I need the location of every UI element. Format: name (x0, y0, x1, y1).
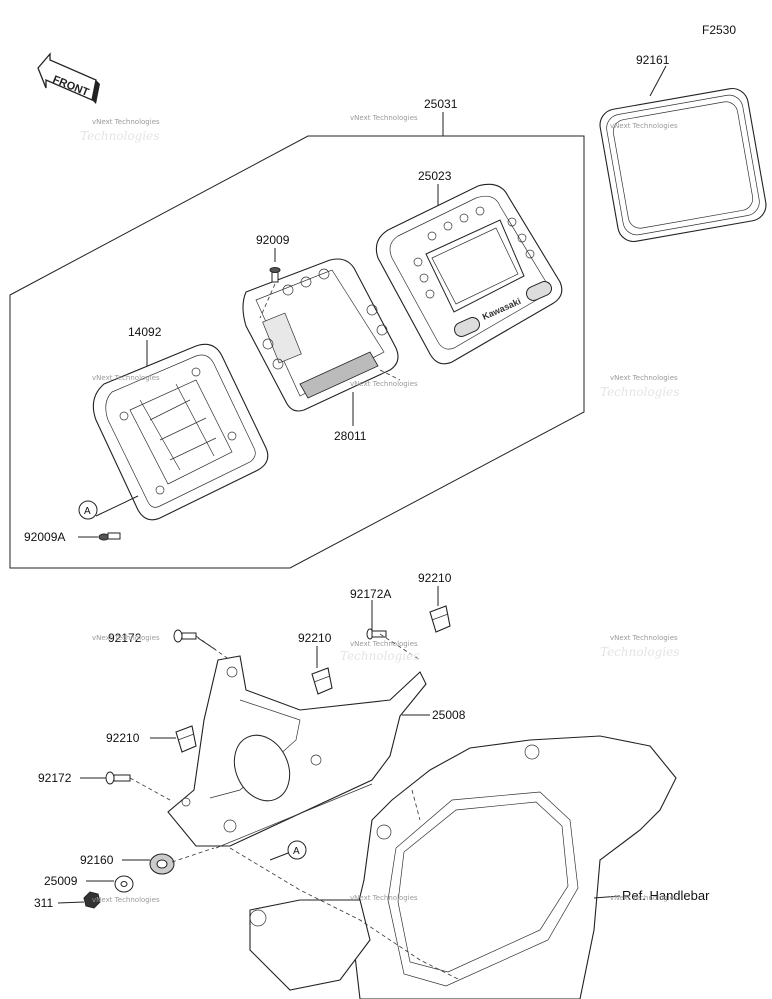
meter-unit-28011[interactable] (242, 258, 399, 412)
front-arrow-icon: FRONT (37, 52, 100, 104)
svg-text:Technologies: Technologies (340, 649, 419, 663)
svg-text:vNext Technologies: vNext Technologies (350, 894, 418, 902)
callout-25031: 25031 (424, 97, 458, 111)
callout-14092: 14092 (128, 325, 162, 339)
nut-311[interactable] (83, 891, 101, 909)
callout-92210-left: 92210 (106, 731, 140, 745)
figure-code: F2530 (702, 23, 736, 37)
ref-mark-a-bottom (287, 840, 307, 860)
ref-mark-a-bottom-label: A (293, 846, 300, 857)
meter-housing-14092[interactable] (92, 343, 269, 521)
washer-25009[interactable] (114, 875, 134, 893)
callout-92009A: 92009A (24, 530, 65, 544)
screw-92009A[interactable] (98, 532, 121, 541)
bolt-92172-top[interactable] (173, 629, 197, 643)
bolt-92172A[interactable] (366, 628, 387, 640)
callout-92210-top: 92210 (418, 571, 452, 585)
callout-92160: 92160 (80, 853, 114, 867)
callout-92161: 92161 (636, 53, 670, 67)
meter-assembly-box (9, 135, 585, 569)
svg-text:vNext Technologies: vNext Technologies (610, 894, 678, 902)
screw-92009[interactable] (269, 267, 281, 283)
svg-text:Technologies: Technologies (80, 129, 159, 143)
clip-92210-mid[interactable] (311, 667, 333, 695)
callout-311: 311 (34, 896, 53, 910)
svg-text:vNext Technologies: vNext Technologies (92, 118, 160, 126)
clip-92210-left[interactable] (175, 725, 197, 753)
svg-text:vNext Technologies: vNext Technologies (350, 640, 418, 648)
callout-25008: 25008 (432, 708, 466, 722)
callout-25023: 25023 (418, 169, 452, 183)
callout-28011: 28011 (334, 429, 367, 443)
ref-mark-a-top (78, 500, 98, 520)
meter-cover-92161[interactable] (598, 86, 769, 244)
bracket-25008[interactable] (167, 655, 427, 849)
ref-mark-a-top-label: A (84, 506, 91, 517)
handlebar-cover-ref (229, 735, 677, 999)
svg-text:vNext Technologies: vNext Technologies (610, 374, 678, 382)
watermarks: vNext Technologies vNext Technologies vN… (80, 114, 679, 904)
callout-92172-top: 92172 (108, 631, 142, 645)
svg-text:vNext Technologies: vNext Technologies (350, 114, 418, 122)
svg-text:vNext Technologies: vNext Technologies (350, 380, 418, 388)
callout-25009: 25009 (44, 874, 78, 888)
bolt-92172-left[interactable] (105, 771, 131, 785)
clip-92210-top[interactable] (429, 605, 451, 633)
svg-text:Technologies: Technologies (600, 645, 679, 659)
svg-text:Technologies: Technologies (600, 385, 679, 399)
meter-front-25023[interactable]: Kawasaki (375, 183, 563, 365)
callout-92009: 92009 (256, 233, 290, 247)
svg-text:vNext Technologies: vNext Technologies (92, 634, 160, 642)
svg-text:vNext Technologies: vNext Technologies (610, 634, 678, 642)
grommet-92160[interactable] (149, 853, 175, 875)
svg-text:vNext Technologies: vNext Technologies (92, 896, 160, 904)
svg-text:vNext Technologies: vNext Technologies (610, 122, 678, 130)
svg-text:vNext Technologies: vNext Technologies (92, 374, 160, 382)
callout-ref-handlebar: Ref. Handlebar (622, 888, 710, 903)
callout-92172: 92172 (38, 771, 72, 785)
callout-92172A: 92172A (350, 587, 391, 601)
callout-92210-mid: 92210 (298, 631, 332, 645)
